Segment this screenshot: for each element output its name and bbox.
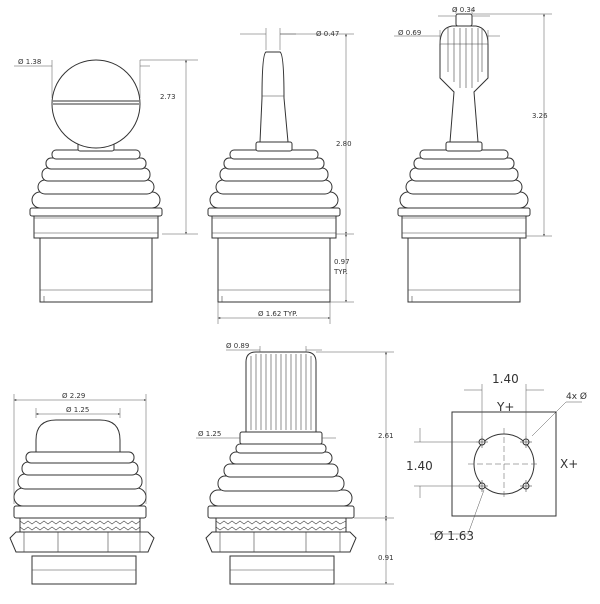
- grip-top-diameter-label: Ø 0.34: [452, 6, 476, 14]
- grip-joystick-base: [397, 207, 531, 303]
- stick-lever: [259, 51, 289, 143]
- mounting-holes: [476, 436, 532, 492]
- ball-joystick-base: [29, 207, 163, 303]
- stick-height-label: 2.80: [336, 140, 352, 148]
- stick-typ-label: TYP.: [333, 268, 348, 276]
- low-knob-inner-diameter-label: Ø 1.25: [66, 406, 89, 414]
- low-knob-joystick-view: Ø 2.29 Ø 1.25: [9, 392, 155, 585]
- stick-base-height-label: 0.97: [334, 258, 350, 266]
- knurled-height-label: 2.61: [378, 432, 394, 440]
- ball-joystick-boot: [31, 141, 161, 209]
- low-knob-base: [9, 505, 155, 585]
- low-knob-boot: [13, 451, 147, 507]
- panel-cutout-diameter-label: Ø 1.63: [434, 529, 474, 543]
- grip-joystick-boot: [399, 141, 529, 209]
- grip-height-label: 3.26: [532, 112, 548, 120]
- panel-x-axis-label: X+: [560, 457, 578, 471]
- grip-diameter-label: Ø 0.69: [398, 29, 421, 37]
- panel-dimensions: [414, 384, 582, 535]
- panel-y-axis-label: Y+: [496, 400, 514, 414]
- stick-joystick-base: [207, 207, 341, 303]
- stick-dimensions: [217, 28, 354, 324]
- knurled-joystick-view: Ø 0.89 Ø 1.25 2.61 0.91: [196, 342, 394, 585]
- panel-height-label: 1.40: [406, 459, 433, 473]
- ball-height-label: 2.73: [160, 93, 176, 101]
- ball-diameter-label: Ø 1.38: [18, 58, 41, 66]
- grip-dimensions: [394, 8, 552, 237]
- knurled-base: [205, 505, 357, 585]
- stick-diameter-label: Ø 0.47: [316, 30, 339, 38]
- panel-holes-label: 4x Ø: [566, 391, 587, 402]
- panel-width-label: 1.40: [492, 372, 519, 386]
- knurled-boot: [209, 431, 353, 507]
- low-knob-dimensions: [13, 394, 147, 504]
- stick-joystick-view: Ø 0.47 2.80 0.97 TYP. Ø 1.62 TYP.: [207, 28, 354, 324]
- ball-dimensions: [14, 59, 198, 235]
- low-knob-outer-diameter-label: Ø 2.29: [62, 392, 85, 400]
- grip-joystick-view: Ø 0.34 Ø 0.69 3.26: [394, 6, 552, 303]
- grip-handle: [439, 13, 489, 143]
- ball-joystick-view: Ø 1.38 2.73: [14, 58, 198, 303]
- stick-joystick-boot: [209, 141, 339, 209]
- knurled-base-height-label: 0.91: [378, 554, 394, 562]
- stick-base-diameter-label: Ø 1.62 TYP.: [258, 310, 297, 318]
- knurled-knob: [245, 351, 317, 433]
- panel-cutout-view: 1.40 1.40 Y+ X+ 4x Ø Ø 1.63: [406, 372, 587, 543]
- ball-knob: [51, 59, 141, 149]
- knurled-top-diameter-label: Ø 0.89: [226, 342, 249, 350]
- knurled-dimensions: [196, 346, 394, 585]
- low-knob-cap: [35, 419, 121, 453]
- knurled-diameter-label: Ø 1.25: [198, 430, 221, 438]
